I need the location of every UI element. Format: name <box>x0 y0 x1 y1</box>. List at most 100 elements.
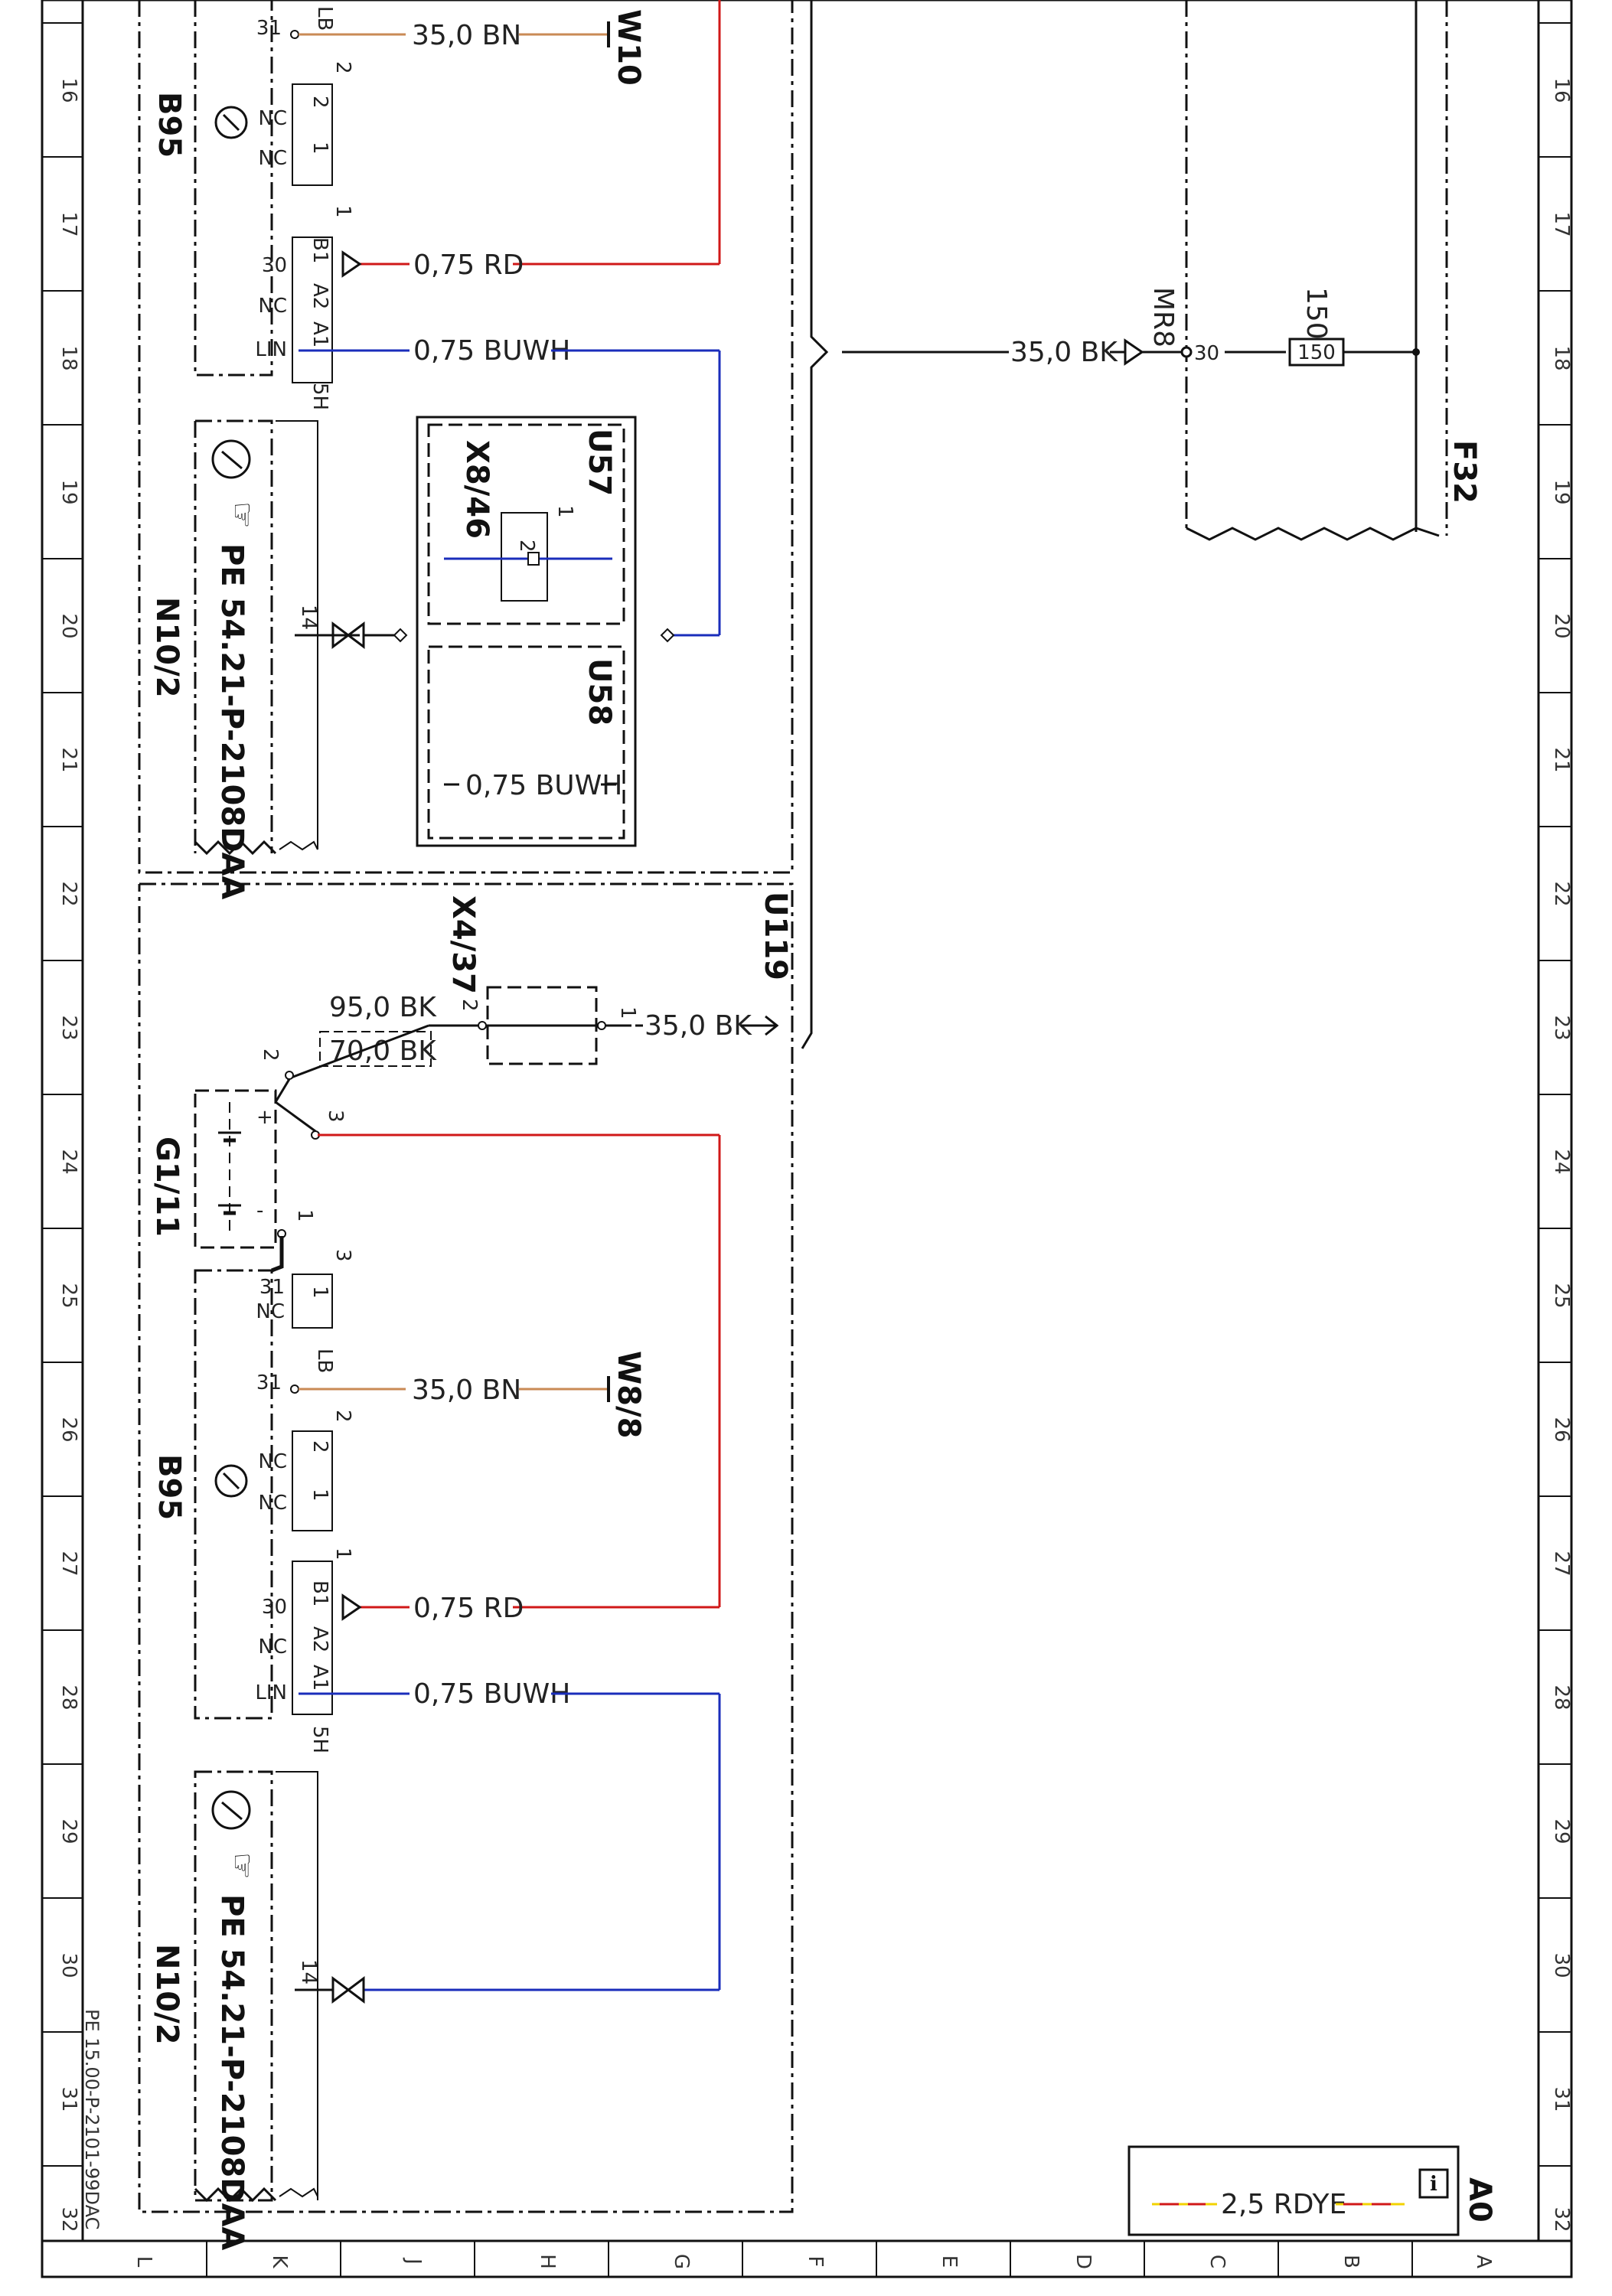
b95-upper-pin-lin: LIN <box>255 338 287 361</box>
grid-row-label: 27 <box>57 1551 80 1576</box>
grid-row-label: 22 <box>1550 881 1573 906</box>
g1-pin-plus: + <box>256 1106 273 1129</box>
grid-col-label: B <box>1340 2255 1362 2268</box>
b95-upper-pin-nc-3: NC <box>258 295 287 318</box>
legend-wire-label: 2,5 RDYE <box>1221 2189 1346 2220</box>
b95-upper-pin-nc-2: NC <box>258 147 287 170</box>
b95-lower-pin-nc-3: NC <box>258 1636 287 1658</box>
w10-label: W10 <box>611 9 646 86</box>
b95-lower-pin-nc-2: NC <box>258 1492 287 1515</box>
grid-col-ticks <box>206 2241 1413 2277</box>
b95-lower-pin-2: 2 <box>331 1410 354 1423</box>
u58-label: U58 <box>582 658 617 726</box>
grid-row-label: 31 <box>1550 2086 1573 2112</box>
n10-2-lower-label: N10/2 <box>149 1944 184 2045</box>
x4-37-pin-2: 2 <box>458 999 481 1012</box>
b95-lower-pin-nc-a: NC <box>256 1300 285 1323</box>
n10-2-lower-pe-ref: PE 54.21-P-2108DAA <box>214 1894 250 2250</box>
b95-lower-pin-31-a: 31 <box>259 1276 285 1299</box>
g1-pin-3: 3 <box>324 1110 347 1123</box>
n10-2-upper-label: N10/2 <box>149 597 184 698</box>
b95-upper-pin-a1: A1 <box>308 321 331 347</box>
upper-module-outline <box>138 0 794 2213</box>
u57-u58-connector: U57 U58 X8/46 1 2 0,75 BUWH <box>416 416 637 847</box>
b95-upper-label: B95 <box>152 92 187 158</box>
g1-pin-minus: - <box>256 1199 263 1222</box>
battery-feed-line: 35,0 BK 30 MR8 150 150 <box>842 287 1420 368</box>
drawing-frame <box>41 0 1573 2278</box>
u57-label: U57 <box>582 429 617 496</box>
u58-wire-label: 0,75 BUWH <box>465 770 622 801</box>
grid-col-label: G <box>670 2254 693 2269</box>
upper-wires: 35,0 BN W10 0,75 RD 0,75 BUWH <box>290 0 721 643</box>
grid-row-labels-left: 16 17 18 19 20 21 22 23 24 25 26 27 28 2… <box>57 77 80 2232</box>
mr8-label: MR8 <box>1147 287 1179 347</box>
grid-row-label: 23 <box>1550 1015 1573 1040</box>
n10-2-upper-module: ☞ PE 54.21-P-2108DAA N10/2 14 <box>149 419 408 899</box>
b95-lower-pin-a1: A1 <box>308 1665 331 1691</box>
grid-col-label: A <box>1472 2255 1495 2268</box>
grid-col-label: F <box>804 2256 827 2268</box>
x4-37-pin-1: 1 <box>616 1006 639 1019</box>
grid-row-label: 25 <box>1550 1283 1573 1308</box>
u119-label: U119 <box>758 892 793 980</box>
grid-row-label: 31 <box>57 2086 80 2112</box>
b95-upper-pin-5h: 5H <box>308 383 331 410</box>
b95-lower-pin-1-a: 1 <box>308 1286 331 1299</box>
grid-row-label: 17 <box>1550 211 1573 236</box>
b95-upper-pin-2: 2 <box>331 61 354 74</box>
grid-row-label: 18 <box>1550 345 1573 370</box>
grid-row-label: 22 <box>57 881 80 906</box>
grid-row-label: 27 <box>1550 1551 1573 1576</box>
b95-lower-pin-1: 1 <box>308 1489 331 1502</box>
grid-row-label: 32 <box>1550 2206 1573 2232</box>
b95-lower-sensor: B95 3 31 1 NC LB 31 2 2 NC 1 NC 1 30 B1 … <box>152 1249 354 1753</box>
b95-lower-pin-lin: LIN <box>255 1681 287 1704</box>
lower-blue-wire: 0,75 BUWH <box>299 1678 721 1991</box>
n10-2-lower-icon-hand: ☞ <box>224 1852 259 1880</box>
n10-2-upper-pe-ref: PE 54.21-P-2108DAA <box>214 543 250 899</box>
grid-row-label: 30 <box>1550 1952 1573 1978</box>
grid-row-label: 19 <box>1550 479 1573 504</box>
grid-row-label: 23 <box>57 1015 80 1040</box>
b95-lower-label: B95 <box>152 1454 187 1520</box>
wire-label-rd-lower: 0,75 RD <box>413 1593 524 1624</box>
grid-col-label: C <box>1206 2255 1229 2268</box>
x4-37-connector: 2 1 95,0 BK 70,0 BK 35,0 BK <box>286 986 779 1081</box>
grid-row-label: 17 <box>57 211 80 236</box>
grid-row-label: 30 <box>57 1952 80 1978</box>
fuse-150-label: 150 <box>1300 287 1332 340</box>
legend-id-label: A0 <box>1462 2177 1497 2223</box>
document-reference: PE 15.00-P-2101-99DAC <box>81 2009 103 2229</box>
grid-row-label: 24 <box>1550 1149 1573 1174</box>
wire-label-35bk-right: 35,0 BK <box>1010 337 1118 368</box>
grid-row-label: 18 <box>57 345 80 370</box>
grid-row-label: 21 <box>57 747 80 772</box>
grid-row-label: 32 <box>57 2206 80 2232</box>
grid-row-label: 26 <box>1550 1417 1573 1442</box>
f32-label: F32 <box>1447 440 1482 504</box>
grid-row-label: 20 <box>1550 613 1573 638</box>
wire-label-35bn-lower: 35,0 BN <box>412 1375 521 1406</box>
grid-col-label: J <box>402 2257 425 2265</box>
grid-row-label: 28 <box>1550 1684 1573 1710</box>
wire-label-buwh-upper: 0,75 BUWH <box>413 335 570 367</box>
grid-row-label: 29 <box>1550 1818 1573 1844</box>
x4-37-label: X4/37 <box>445 895 481 994</box>
wire-label-buwh-lower: 0,75 BUWH <box>413 1678 570 1710</box>
wire-label-95bk: 95,0 BK <box>329 992 437 1023</box>
section-bracket <box>801 0 829 1049</box>
b95-lower-pin-nc-1: NC <box>258 1450 287 1473</box>
b95-lower-pin-30: 30 <box>262 1596 287 1619</box>
grid-col-label: D <box>1072 2254 1095 2269</box>
lower-red-wire: 0,75 RD <box>318 1133 721 1624</box>
grid-col-label: L <box>132 2256 155 2268</box>
wire-label-70bk: 70,0 BK <box>329 1035 437 1067</box>
wire-label-rd-upper: 0,75 RD <box>413 249 524 281</box>
n10-2-lower-pin-14: 14 <box>297 1959 320 1985</box>
info-icon-glyph: i <box>1430 2173 1437 2196</box>
b95-upper-pin-31: 31 <box>256 17 282 40</box>
fuse-150-inner-label: 150 <box>1297 341 1336 364</box>
n10-2-upper-pin-14: 14 <box>297 605 320 630</box>
x8-46-pin-2: 2 <box>515 540 538 553</box>
